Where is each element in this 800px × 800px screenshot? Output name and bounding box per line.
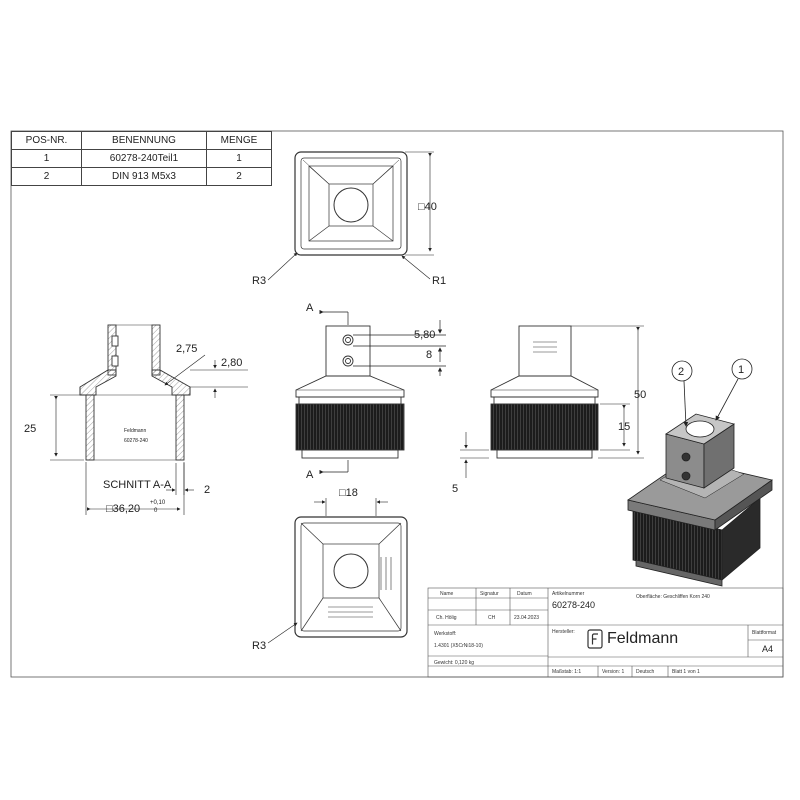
dim-step: 2,80 <box>221 357 242 369</box>
dim-r3-top: R3 <box>252 275 266 287</box>
tb-maker: Hersteller: <box>552 629 575 635</box>
dim-wall: 2,75 <box>176 343 197 355</box>
iso-screw-2 <box>681 471 691 481</box>
tb-version: Version: 1 <box>602 669 625 675</box>
tb-material-header: Werkstoff: <box>434 631 457 637</box>
front-view <box>295 325 405 459</box>
dim-hole-8: 8 <box>426 349 432 361</box>
section-label-top: A <box>306 302 314 314</box>
bom-cell: 1 <box>11 149 82 168</box>
isometric-view <box>627 413 773 587</box>
dim-height-5: 5 <box>452 483 458 495</box>
table-row: 1 60278-240Teil1 1 <box>11 149 272 168</box>
section-dims <box>50 354 248 515</box>
bom-header: BENENNUNG <box>81 131 207 150</box>
dim-wall-2: 2 <box>204 484 210 496</box>
title-block <box>427 587 784 678</box>
tb-format-value: A4 <box>762 644 774 654</box>
tb-scale: Maßstab: 1:1 <box>552 669 582 675</box>
tb-signature-header: Signatur <box>480 591 499 597</box>
dim-tol-upper: +0,10 <box>150 500 166 506</box>
tb-date-value: 23.04.2023 <box>514 615 540 621</box>
dim-r1: R1 <box>432 275 446 287</box>
balloon-2-label: 2 <box>678 366 684 378</box>
bom-cell: 60278-240Teil1 <box>81 149 207 168</box>
tb-language: Deutsch <box>636 669 655 675</box>
balloon-1 <box>731 358 753 380</box>
leader-r1 <box>401 255 431 280</box>
part-engraving-1: Feldmann <box>124 428 146 434</box>
balloons <box>671 358 753 427</box>
dim-tol-lower: 0 <box>154 508 158 514</box>
tb-format-header: Blattformat <box>752 630 777 636</box>
section-label-bottom: A <box>306 469 314 481</box>
dim-height-25: 25 <box>24 423 36 435</box>
bom-table: POS-NR. BENENNUNG MENGE 1 60278-240Teil1… <box>11 131 272 186</box>
side-view <box>490 325 599 459</box>
tb-sheet: Blatt 1 von 1 <box>672 669 700 675</box>
bom-cell: 2 <box>11 167 82 186</box>
bom-cell: DIN 913 M5x3 <box>81 167 207 186</box>
tb-weight: Gewicht: 0,120 kg <box>434 660 475 666</box>
set-screw-hole-2 <box>342 355 354 367</box>
tb-article-value: 60278-240 <box>552 600 596 610</box>
dim-square-18: □18 <box>339 487 358 499</box>
bottom-view <box>294 516 408 638</box>
side-dims <box>460 325 644 478</box>
dim-40 <box>405 151 434 256</box>
tb-date-header: Datum <box>517 591 532 597</box>
bom-header: MENGE <box>206 131 272 150</box>
section-view <box>79 324 191 461</box>
feldmann-logo-icon <box>587 629 603 649</box>
leader-r3-top <box>267 252 298 281</box>
top-view <box>294 151 408 256</box>
tb-name-value: Ch. Hölig <box>436 615 457 621</box>
tb-signature-value: CH <box>488 615 496 621</box>
tb-logo-text: Feldmann <box>607 630 679 647</box>
balloon-2 <box>671 360 693 382</box>
tb-article-header: Artikelnummer <box>552 591 585 597</box>
tb-name-header: Name <box>440 591 454 597</box>
dim-hole-580: 5,80 <box>414 329 435 341</box>
balloon-1-label: 1 <box>738 364 744 376</box>
dim-height-15: 15 <box>618 421 630 433</box>
tb-surface: Oberfläche: Geschliffen Korn 240 <box>636 594 710 600</box>
dim-inner-square: □36,20 <box>106 503 140 515</box>
bom-header-row: POS-NR. BENENNUNG MENGE <box>11 131 272 150</box>
tb-material-value: 1.4301 (X5CrNi18-10) <box>434 643 483 649</box>
dim-height-50: 50 <box>634 389 646 401</box>
bottom-dims <box>267 498 388 644</box>
dim-top-square: □40 <box>418 201 437 213</box>
section-marker <box>319 309 446 475</box>
set-screw-hole-1 <box>342 334 354 346</box>
dim-r3-bottom: R3 <box>252 640 266 652</box>
bom-cell: 1 <box>206 149 272 168</box>
section-title: SCHNITT A-A <box>103 479 172 491</box>
iso-screw-1 <box>681 452 691 462</box>
table-row: 2 DIN 913 M5x3 2 <box>11 167 272 186</box>
bom-header: POS-NR. <box>11 131 82 150</box>
bom-cell: 2 <box>206 167 272 186</box>
part-engraving-2: 60278-240 <box>124 438 148 444</box>
drawing-frame <box>10 130 784 678</box>
